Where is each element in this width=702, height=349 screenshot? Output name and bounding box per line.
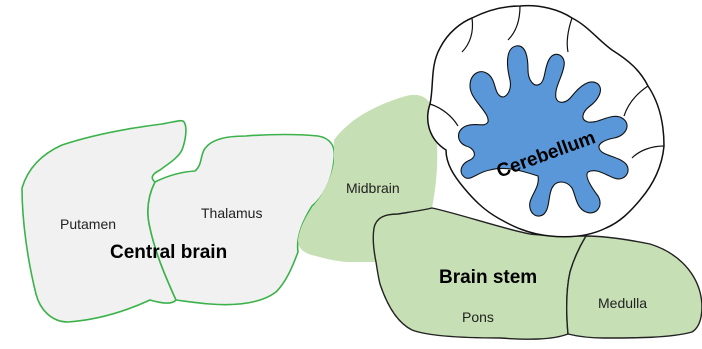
central-brain-label: Central brain xyxy=(110,242,227,263)
medulla-label: Medulla xyxy=(598,295,647,311)
midbrain-label: Midbrain xyxy=(346,180,400,196)
medulla-region xyxy=(567,236,702,338)
brain-stem-label: Brain stem xyxy=(439,267,537,288)
thalamus-label: Thalamus xyxy=(201,205,262,221)
pons-label: Pons xyxy=(462,309,494,325)
putamen-label: Putamen xyxy=(60,216,116,232)
cerebellum-group xyxy=(428,6,664,237)
